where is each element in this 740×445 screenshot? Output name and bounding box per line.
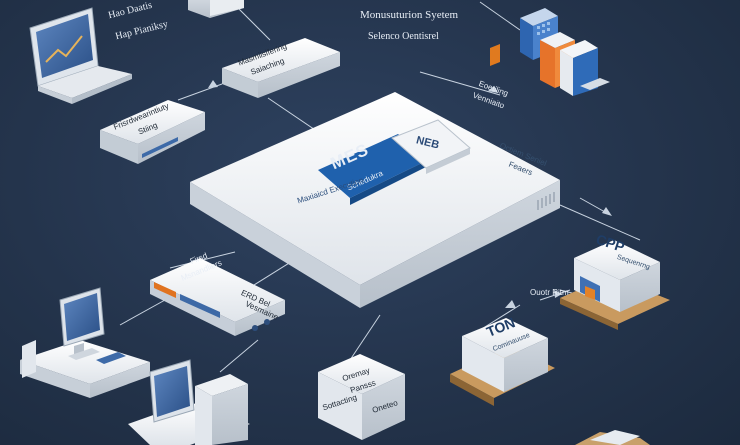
workstation-bottom	[128, 359, 250, 445]
ton-crate	[450, 318, 555, 406]
top-center-label-2: Selenco Oentisrel	[368, 31, 439, 42]
laptop-graphic	[29, 7, 132, 104]
server-rack-graphic	[490, 8, 610, 96]
mes-hub	[190, 92, 560, 308]
left-router	[100, 100, 205, 164]
bottom-right-box	[575, 430, 650, 445]
connector-arrowheads	[208, 80, 612, 308]
bottom-server-box	[318, 354, 405, 440]
cpp-crate	[560, 240, 670, 330]
upper-router	[222, 38, 340, 98]
left-mid-switch	[150, 258, 285, 336]
cpp-side-label: Ouotr Ritm	[530, 288, 569, 297]
top-left-box	[188, 0, 244, 18]
workstation-top	[20, 287, 150, 398]
top-center-label-1: Monusuturion Syetem	[360, 9, 459, 21]
